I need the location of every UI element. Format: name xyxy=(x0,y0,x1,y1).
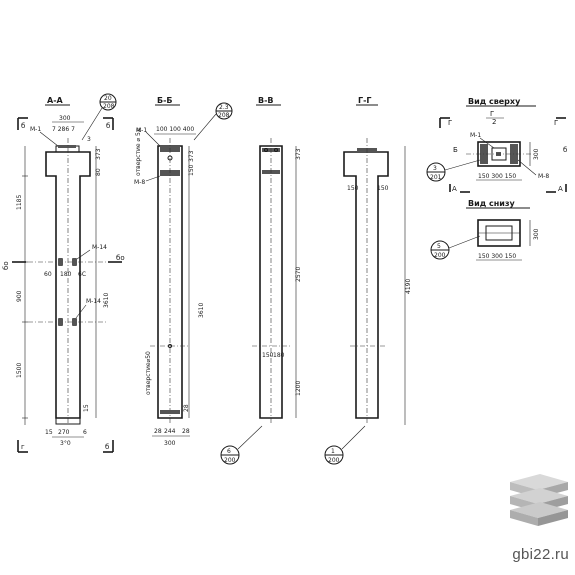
view-vv-title: В-В xyxy=(258,96,274,105)
view-bottom-dims: 150 300 150 xyxy=(478,253,516,260)
view-bb-dim-28a: 28 xyxy=(154,428,162,435)
view-bottom-circle-bot: 200 xyxy=(434,252,446,259)
view-aa-sec-left: бо xyxy=(2,261,10,270)
view-bb-dim-3610: 3610 xyxy=(198,303,205,318)
view-vv-dim-180: 180 xyxy=(273,352,285,359)
view-aa-corner-bl: г xyxy=(21,443,25,451)
view-bb-dim-244: 244 xyxy=(164,428,176,435)
view-aa-dim-6: 6 xyxy=(83,429,87,436)
view-gg: Г-Г 150 150 4190 1 200 xyxy=(324,96,412,465)
view-bb-hole-bot: отверстие⌀50 xyxy=(145,351,152,395)
gbi-logo-icon xyxy=(510,474,568,526)
view-top-b-right: б xyxy=(563,146,567,154)
view-bb-dim-300: 300 xyxy=(164,440,176,447)
view-aa-dim-300b: 3°0 xyxy=(60,440,71,447)
view-bb-circle-bot: 208 xyxy=(218,112,230,119)
view-aa-dim-80: 80 xyxy=(95,168,102,176)
view-bottom-circle-top: 5 xyxy=(437,243,441,250)
view-bb-mark-m8: М-8 xyxy=(134,179,145,186)
view-bottom-title: Вид снизу xyxy=(468,199,515,208)
view-aa-dim-15a: 15 xyxy=(45,429,53,436)
view-top-a-left: А xyxy=(452,185,457,193)
view-aa-corner-br: б xyxy=(105,443,109,451)
view-vv: В-В 373 2570 1200 150 180 xyxy=(252,96,302,425)
view-top-mark-m1: М-1 xyxy=(470,132,481,139)
view-bb-dim-373: 373 xyxy=(188,150,195,162)
view-bottom-dim-300: 300 xyxy=(533,228,540,240)
view-bb: Б-Б 2.3 208 100 100 400 М-1 М-8 отверсти… xyxy=(134,96,263,465)
view-aa-dim-180: 180 xyxy=(60,271,72,278)
view-aa-sec-right: бо xyxy=(116,254,125,262)
view-top-dims: 150 300 150 xyxy=(478,173,516,180)
view-gg-title: Г-Г xyxy=(358,96,372,105)
view-aa-dim-1500: 1500 xyxy=(16,363,23,378)
view-aa-corner-tr: б xyxy=(106,122,110,130)
view-gg-circle-bot: 200 xyxy=(328,457,340,464)
view-aa-title: А-А xyxy=(47,96,64,105)
view-gg-dim-4190: 4190 xyxy=(405,279,412,294)
view-bb-dim-28b: 28 xyxy=(183,404,190,412)
site-logo-text[interactable]: gbi22.ru xyxy=(512,546,569,563)
view-vv-dim-2570: 2570 xyxy=(295,267,302,282)
view-bb-dims-top: 100 100 400 xyxy=(156,126,194,133)
view-top: Вид сверху Г Г 2 Г М-1 Б 300 б 3 201 150… xyxy=(426,97,567,193)
view-bb-hole-top: отверстие ⌀ 5д xyxy=(135,128,142,176)
view-aa-mark-m1: М-1 xyxy=(30,126,41,133)
view-gg-circle-top: 1 xyxy=(331,448,335,455)
view-top-dim-300: 300 xyxy=(533,148,540,160)
view-gg-dim-150b: 150 xyxy=(377,185,389,192)
view-top-circle-bot: 201 xyxy=(430,174,442,181)
view-bb-circle-b-top: 6 xyxy=(227,448,231,455)
view-gg-dim-150a: 150 xyxy=(347,185,359,192)
view-top-g-right: Г xyxy=(554,119,558,127)
view-bb-dim-150: 150 xyxy=(188,164,195,176)
view-aa-mark-m14a: М-14 xyxy=(92,244,107,251)
view-bb-dim-b: 28 xyxy=(182,428,190,435)
view-aa-dim-60: 60 xyxy=(44,271,52,278)
view-bb-circle-top: 2.3 xyxy=(219,104,229,111)
view-top-g-left: Г xyxy=(448,119,452,127)
view-aa-dim-3: 3 xyxy=(87,136,91,143)
view-aa-dim-900: 900 xyxy=(16,290,23,302)
view-top-2: 2 xyxy=(492,118,496,126)
view-aa-mark-m14b: М-14 xyxy=(86,298,101,305)
view-aa: А-А б б 300 7 286 7 М-1 20 208 3 373 80 xyxy=(2,93,125,453)
view-aa-dim-300: 300 xyxy=(59,115,71,122)
view-bb-mark-m1: М-1 xyxy=(136,127,147,134)
view-aa-dim-60b: 6С xyxy=(78,271,86,278)
view-top-title: Вид сверху xyxy=(468,97,521,106)
view-aa-circle-top: 20 xyxy=(104,95,112,102)
view-bottom: Вид снизу 300 150 300 150 5 200 xyxy=(430,199,540,261)
view-bb-circle-b-bot: 200 xyxy=(224,457,236,464)
view-top-g-mid: Г xyxy=(490,110,494,118)
view-aa-circle-bot: 208 xyxy=(103,103,115,110)
view-aa-dim-1185: 1185 xyxy=(16,195,23,210)
view-top-b-left: Б xyxy=(453,146,458,154)
view-aa-dim-sub: 7 286 7 xyxy=(52,126,75,133)
view-bb-title: Б-Б xyxy=(157,96,173,105)
view-aa-dim-270: 270 xyxy=(58,429,70,436)
view-aa-dim-3610: 3610 xyxy=(103,293,110,308)
view-top-a-right: А xyxy=(558,185,563,193)
view-vv-dim-373: 373 xyxy=(295,148,302,160)
view-aa-dim-373: 373 xyxy=(95,148,102,160)
view-vv-dim-1200: 1200 xyxy=(295,381,302,396)
view-top-mark-m8: М-8 xyxy=(538,173,549,180)
view-aa-dim-15b: 15 xyxy=(83,404,90,412)
view-vv-dim-150: 150 xyxy=(262,352,274,359)
view-aa-corner-tl: б xyxy=(21,122,25,130)
view-top-circle-top: 3 xyxy=(433,165,437,172)
